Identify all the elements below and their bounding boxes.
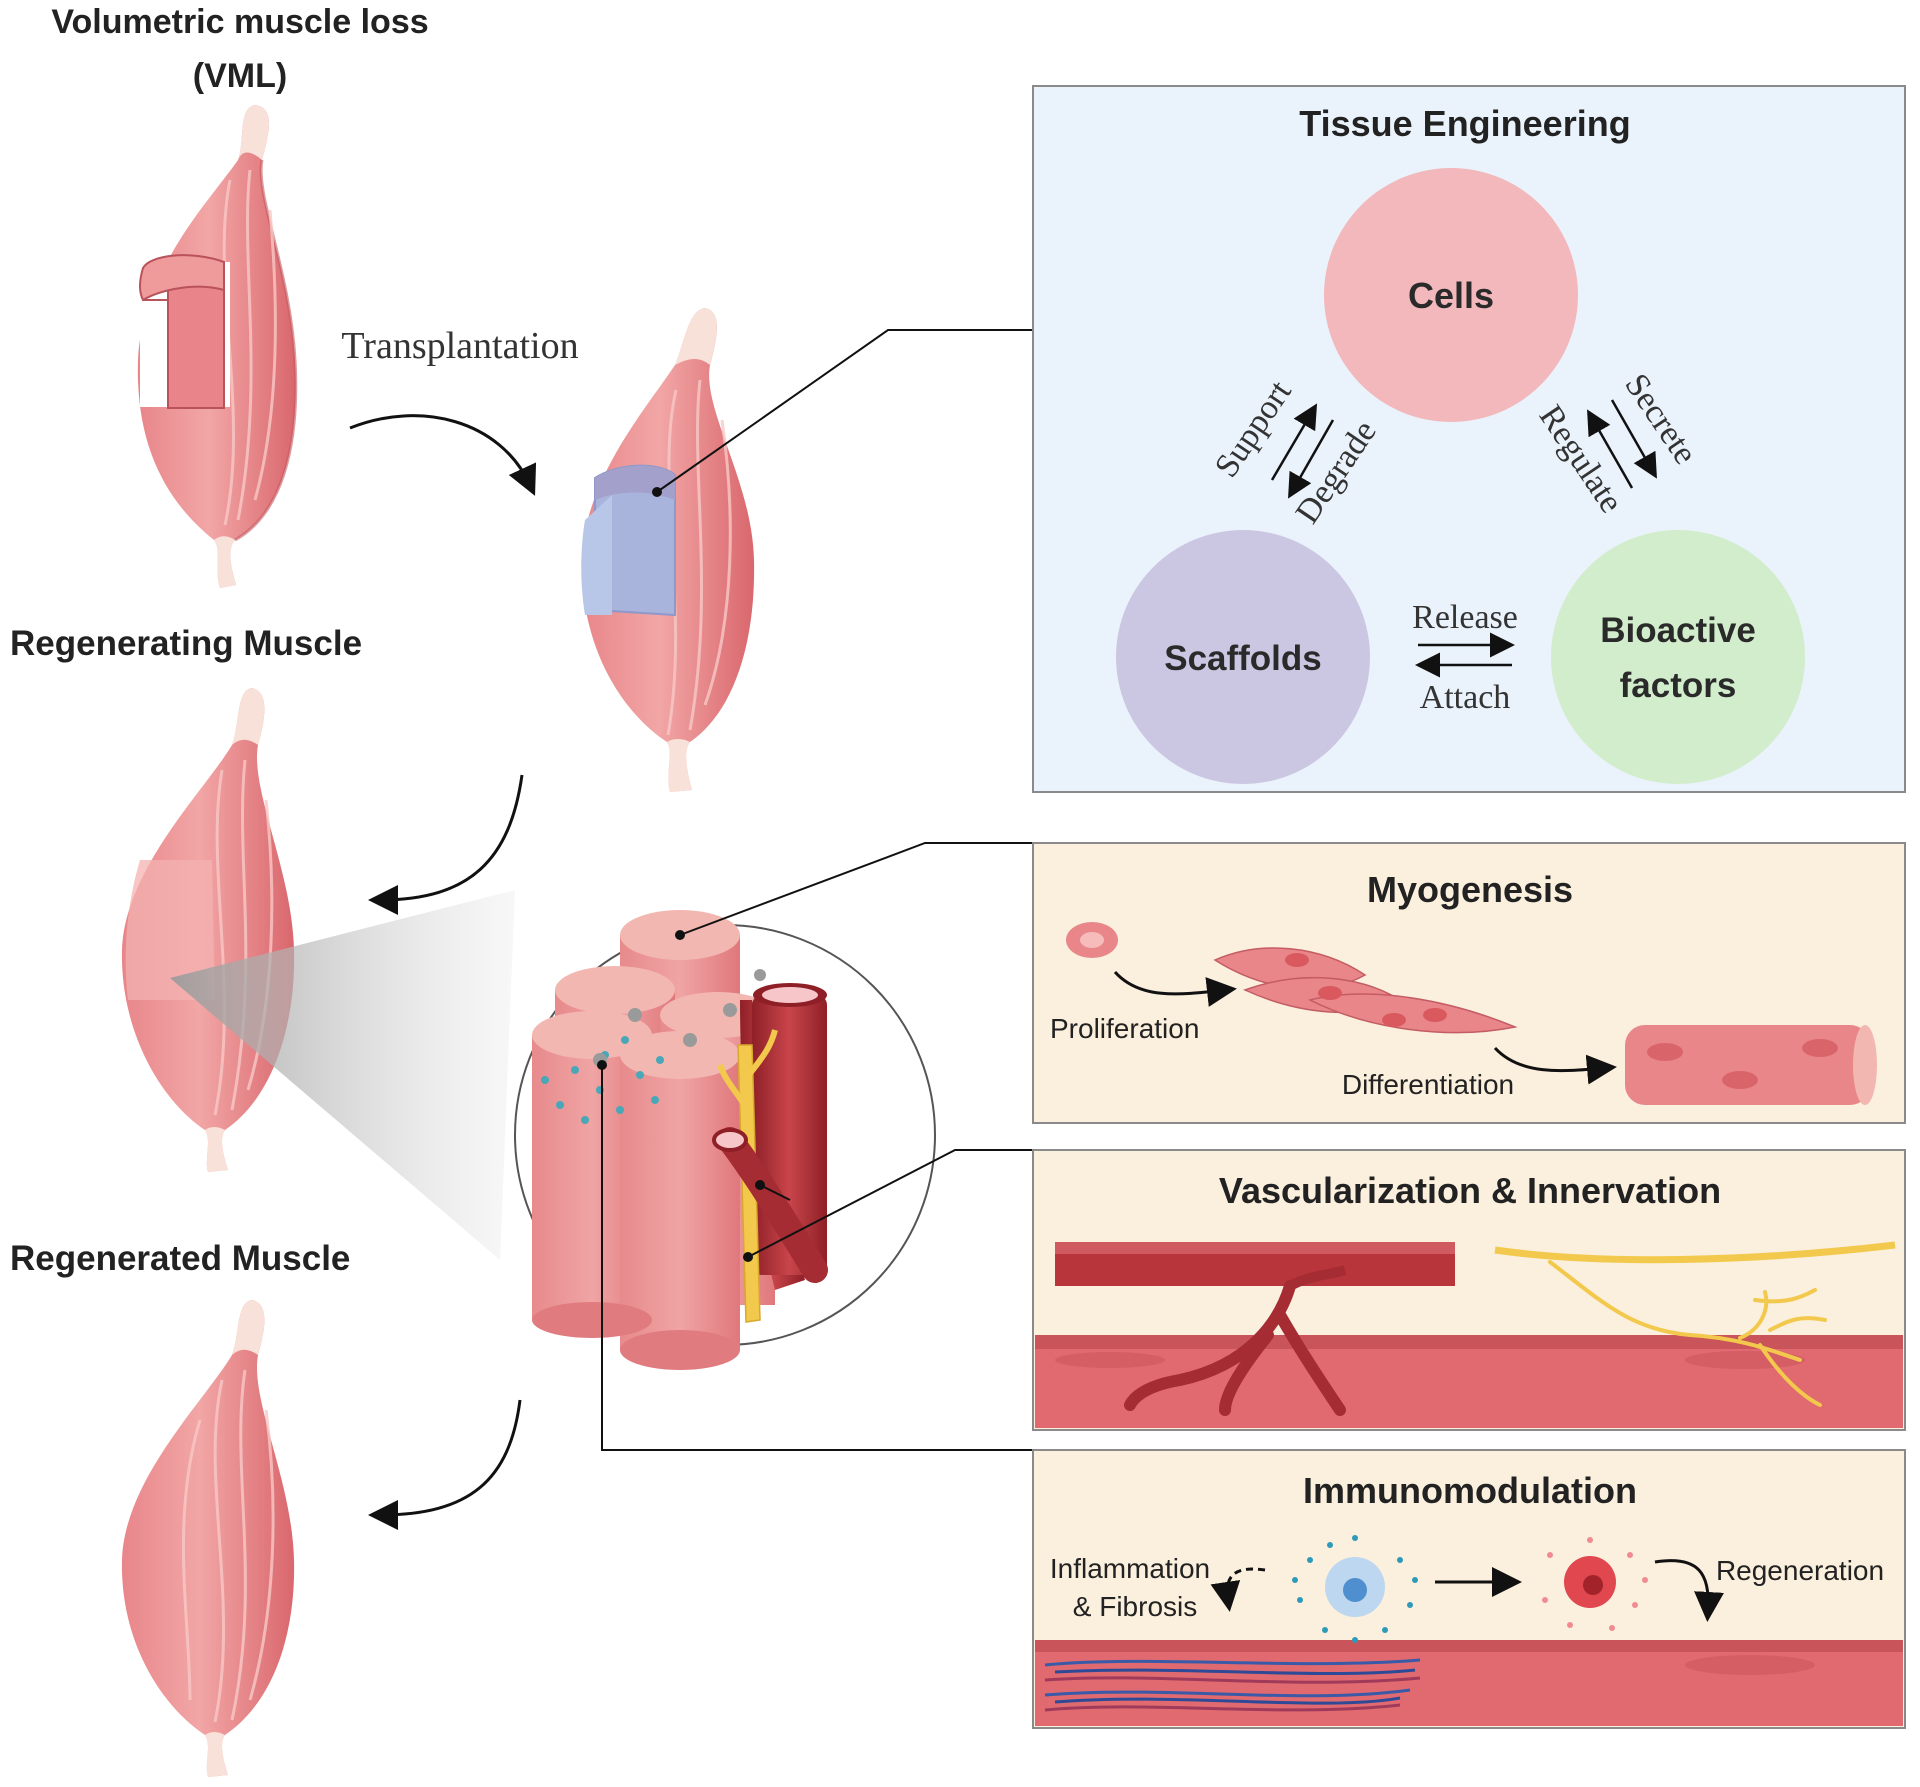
nerve-fiber	[1494, 1241, 1896, 1264]
immunomodulation-panel: Immunomodulation Inflammation & Fibrosis	[1032, 1449, 1906, 1729]
regeneration-label: Regeneration	[1716, 1555, 1884, 1586]
proliferation-arrow	[1113, 970, 1237, 1007]
immunomodulation-title: Immunomodulation	[1303, 1470, 1637, 1511]
vascularization-panel: Vascularization & Innervation	[1032, 1149, 1906, 1431]
vml-title-line1: Volumetric muscle loss	[51, 3, 428, 41]
vascularization-title: Vascularization & Innervation	[1219, 1170, 1721, 1211]
release-label: Release	[1412, 599, 1518, 636]
fibrosis-fibers	[1044, 1658, 1421, 1712]
regenerating-muscle-label: Regenerating Muscle	[10, 624, 362, 663]
inflammation-label-line2: & Fibrosis	[1073, 1591, 1197, 1622]
regulate-arrow	[1587, 409, 1634, 489]
myogenesis-panel: Myogenesis Proliferation Differentiation	[1032, 842, 1906, 1124]
differentiation-arrow	[1493, 1046, 1617, 1085]
bioactive-factors-circle	[1551, 530, 1805, 784]
transplantation-label: Transplantation	[341, 325, 578, 367]
vml-muscle	[137, 105, 298, 588]
vml-title-line2: (VML)	[193, 57, 287, 95]
proliferation-label: Proliferation	[1050, 1013, 1199, 1044]
secrete-arrow	[1610, 399, 1657, 479]
regenerated-muscle-label: Regenerated Muscle	[10, 1239, 350, 1278]
immuno-pointer-line	[601, 1065, 1033, 1451]
bioactive-label-line2: factors	[1620, 666, 1737, 705]
fusing-myocytes	[1213, 947, 1518, 1034]
vasc-pointer-line	[747, 1149, 1033, 1258]
regenerating-muscle	[121, 688, 295, 1172]
degrade-arrow	[1288, 419, 1335, 499]
attach-label: Attach	[1420, 679, 1511, 716]
muscle-fiber-bundle	[532, 910, 828, 1370]
scaffolds-circle	[1116, 530, 1370, 784]
inflammation-label-line1: Inflammation	[1050, 1553, 1210, 1584]
cells-label: Cells	[1408, 275, 1494, 316]
inflammation-arrow	[1210, 1567, 1266, 1612]
bioactive-label-line1: Bioactive	[1600, 611, 1756, 650]
regenerated-muscle	[121, 1300, 295, 1777]
fiber-pointer-line	[679, 842, 1033, 936]
cells-circle	[1324, 168, 1578, 422]
scaffold-pointer-line	[656, 329, 1033, 493]
support-arrow	[1270, 403, 1318, 481]
transplantation-arrow	[349, 414, 537, 496]
myogenesis-title: Myogenesis	[1367, 869, 1573, 910]
tissue-engineering-panel: Tissue Engineering Cells Scaffolds Bioac…	[1032, 85, 1906, 793]
regeneration-arrow-1	[368, 774, 524, 915]
regeneration-arrow-2	[368, 1399, 522, 1530]
transplanted-muscle	[581, 308, 755, 792]
differentiation-label: Differentiation	[1342, 1069, 1514, 1100]
tissue-engineering-title: Tissue Engineering	[1299, 103, 1630, 144]
magnification-cone	[170, 890, 515, 1260]
scaffolds-label: Scaffolds	[1164, 639, 1322, 678]
vessel-branches	[1124, 1280, 1346, 1416]
m2-macrophage	[1542, 1537, 1648, 1631]
myotube	[1625, 1025, 1877, 1105]
m1-macrophage	[1292, 1535, 1418, 1643]
regeneration-arrow	[1654, 1559, 1724, 1622]
